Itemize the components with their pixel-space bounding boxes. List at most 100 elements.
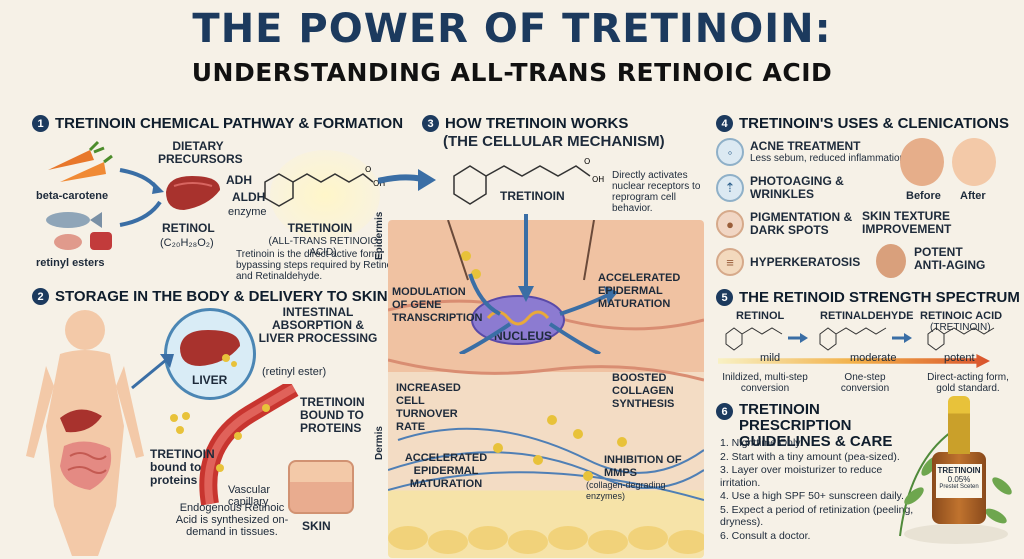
inhibition-mmps-label: INHIBITION OF MMPS bbox=[604, 454, 682, 479]
use-photoaging: ⇡ PHOTOAGING & WRINKLES bbox=[716, 174, 860, 202]
section-2-title: STORAGE IN THE BODY & DELIVERY TO SKIN bbox=[55, 288, 388, 305]
epidermis-label: Epidermis bbox=[374, 211, 385, 260]
potent-anti-aging-label: POTENT ANTI-AGING bbox=[914, 245, 986, 272]
inhibition-sub-label: (collagen-degrading enzymes) bbox=[586, 480, 666, 501]
arrow-to-liver bbox=[131, 354, 174, 390]
pore-icon: ◦ bbox=[716, 138, 744, 166]
mild-label: mild bbox=[760, 352, 781, 364]
protein-dots bbox=[170, 412, 190, 434]
guideline-item: 4. Use a high SPF 50+ sunscreen daily. bbox=[720, 490, 904, 502]
guideline-item: 5. Expect a period of retinization (peel… bbox=[720, 503, 914, 529]
arrow-to-mechanism bbox=[378, 169, 436, 191]
section-2-number: 2 bbox=[32, 288, 49, 305]
endogenous-note: Endogenous Retinoic Acid is synthesized … bbox=[175, 502, 289, 538]
adh-label: ADH bbox=[226, 173, 252, 187]
mechanism-arrows bbox=[459, 214, 618, 354]
bound-proteins-low: TRETINOIN bound to proteins bbox=[150, 447, 215, 487]
enzyme-label: enzyme bbox=[228, 206, 267, 218]
retinaldehyde-label: RETINALDEHYDE bbox=[820, 310, 914, 322]
carrot-icon bbox=[48, 140, 113, 182]
retinol-formula: (C₂₀H₂₈O₂) bbox=[160, 237, 214, 249]
pigmentation-label: PIGMENTATION & DARK SPOTS bbox=[750, 210, 853, 237]
section-4-title: TRETINOIN'S USES & CLENICATIONS bbox=[739, 115, 1009, 132]
blood-vessel-illustration bbox=[199, 384, 299, 506]
retinol-spectrum-label: RETINOL bbox=[736, 310, 785, 322]
tretinoin-note: Tretinoin is the direct active form, byp… bbox=[236, 249, 395, 282]
use-pigmentation: ● PIGMENTATION & DARK SPOTS bbox=[716, 210, 860, 238]
anti-aging-face-icon bbox=[876, 244, 906, 278]
retinoic-acid-label: RETINOIC ACID bbox=[920, 310, 1003, 322]
aldh-label: ALDH bbox=[232, 190, 266, 204]
svg-text:O: O bbox=[584, 157, 590, 166]
bound-proteins-caps: TRETINOIN BOUND TO PROTEINS bbox=[300, 395, 365, 435]
tretinoin-glow bbox=[270, 150, 380, 240]
human-body-illustration bbox=[26, 310, 144, 556]
nucleus-label: NUCLEUS bbox=[494, 329, 553, 343]
intestinal-label: INTESTINAL ABSORPTION & LIVER PROCESSING bbox=[258, 305, 378, 345]
wrinkle-icon: ⇡ bbox=[716, 174, 744, 202]
svg-text:OH: OH bbox=[592, 175, 604, 184]
section-4-number: 4 bbox=[716, 115, 733, 132]
skin-label: SKIN bbox=[302, 519, 331, 533]
tretinoin-sub-s1: (ALL-TRANS RETINOIC ACID) bbox=[268, 236, 378, 258]
retinyl-esters-label: retinyl esters bbox=[36, 257, 105, 269]
skin-cross-section bbox=[388, 220, 704, 558]
accelerated-2-label: ACCELERATED EPIDERMAL MATURATION bbox=[404, 452, 488, 490]
use-acne: ◦ ACNE TREATMENT Less sebum, reduced inf… bbox=[716, 138, 905, 166]
svg-text:O: O bbox=[365, 165, 371, 174]
section-1-heading: 1 TRETINOIN CHEMICAL PATHWAY & FORMATION bbox=[32, 115, 403, 132]
photoaging-label: PHOTOAGING & WRINKLES bbox=[750, 174, 844, 201]
section-1-title: TRETINOIN CHEMICAL PATHWAY & FORMATION bbox=[55, 115, 404, 132]
section-1-number: 1 bbox=[32, 115, 49, 132]
main-subtitle: UNDERSTANDING ALL-TRANS RETINOIC ACID bbox=[191, 58, 833, 87]
dark-spots-icon: ● bbox=[716, 210, 744, 238]
boosted-collagen-label: BOOSTED COLLAGEN SYNTHESIS bbox=[612, 372, 675, 410]
bottle-dropper bbox=[948, 396, 970, 454]
potent-label: potent bbox=[944, 352, 975, 364]
main-title: THE POWER OF TRETINOIN: bbox=[192, 6, 832, 52]
guideline-item: 3. Layer over moisturizer to reduce irri… bbox=[720, 464, 883, 489]
guideline-item: 6. Consult a doctor. bbox=[720, 529, 811, 542]
spectrum-desc-1: Inildized, multi-step conversion bbox=[722, 372, 808, 394]
section-6-title: TRETINOIN PRESCRIPTION GUIDELINES & CARE bbox=[739, 401, 893, 450]
section-6-heading: 6 TRETINOIN PRESCRIPTION GUIDELINES & CA… bbox=[716, 402, 899, 450]
food-illustrations bbox=[46, 140, 113, 250]
section-3-number: 3 bbox=[422, 115, 439, 132]
dietary-precursors-label: DIETARY PRECURSORS bbox=[158, 139, 243, 166]
section-5-heading: 5 THE RETINOID STRENGTH SPECTRUM bbox=[716, 289, 1020, 306]
vascular-capillary-label: Vascular capillary bbox=[228, 484, 270, 508]
liver-label: LIVER bbox=[192, 373, 228, 387]
section-6-number: 6 bbox=[716, 403, 733, 420]
guideline-item: 1. Nighttime Only. bbox=[720, 437, 803, 449]
retinoic-acid-sub: (TRETINOIN) bbox=[930, 322, 991, 333]
bottle-small: Prestet Sceten bbox=[939, 484, 979, 490]
guideline-item: 2. Start with a tiny amount (pea-sized). bbox=[720, 450, 900, 463]
retinol-label: RETINOL bbox=[162, 221, 215, 235]
bottle-pct: 0.05% bbox=[947, 475, 971, 484]
acne-label: ACNE TREATMENT bbox=[750, 139, 861, 153]
liver-icon bbox=[166, 176, 220, 210]
retinoid-molecules-icon bbox=[725, 327, 995, 351]
retinyl-ester-label: (retinyl ester) bbox=[262, 366, 327, 378]
guidelines-list: 1. Nighttime Only. 2. Start with a tiny … bbox=[720, 437, 916, 543]
bottle-label: TRETINOIN 0.05% Prestet Sceten bbox=[936, 464, 982, 498]
texture-label: SKIN TEXTURE IMPROVEMENT bbox=[862, 209, 952, 236]
section-3-title: HOW TRETINOIN WORKS bbox=[445, 115, 629, 132]
spectrum-desc-2: One-step conversion bbox=[840, 372, 890, 394]
tretinoin-label-s1: TRETINOIN bbox=[287, 221, 353, 235]
beta-carotene-label: beta-carotene bbox=[36, 190, 109, 202]
section-4-heading: 4 TRETINOIN'S USES & CLENICATIONS bbox=[716, 115, 1009, 132]
meat-icon bbox=[54, 232, 112, 250]
use-hyperkeratosis: ≡ HYPERKERATOSIS bbox=[716, 248, 860, 276]
pathway-arrows-1 bbox=[119, 168, 164, 227]
skin-layer-icon: ≡ bbox=[716, 248, 744, 276]
hyperkeratosis-label: HYPERKERATOSIS bbox=[750, 254, 861, 269]
after-label: After bbox=[960, 190, 986, 202]
bottle-name: TRETINOIN bbox=[937, 466, 981, 475]
tretinoin-molecule-s3-icon: O OH bbox=[453, 157, 604, 205]
section-3-heading: 3 HOW TRETINOIN WORKS bbox=[422, 115, 628, 132]
section-5-title: THE RETINOID STRENGTH SPECTRUM bbox=[739, 289, 1020, 306]
section-2-heading: 2 STORAGE IN THE BODY & DELIVERY TO SKIN bbox=[32, 288, 388, 305]
increased-turnover-label: INCREASED CELL TURNOVER RATE bbox=[396, 382, 461, 433]
spectrum-desc-3: Direct-acting form, gold standard. bbox=[927, 372, 1009, 394]
